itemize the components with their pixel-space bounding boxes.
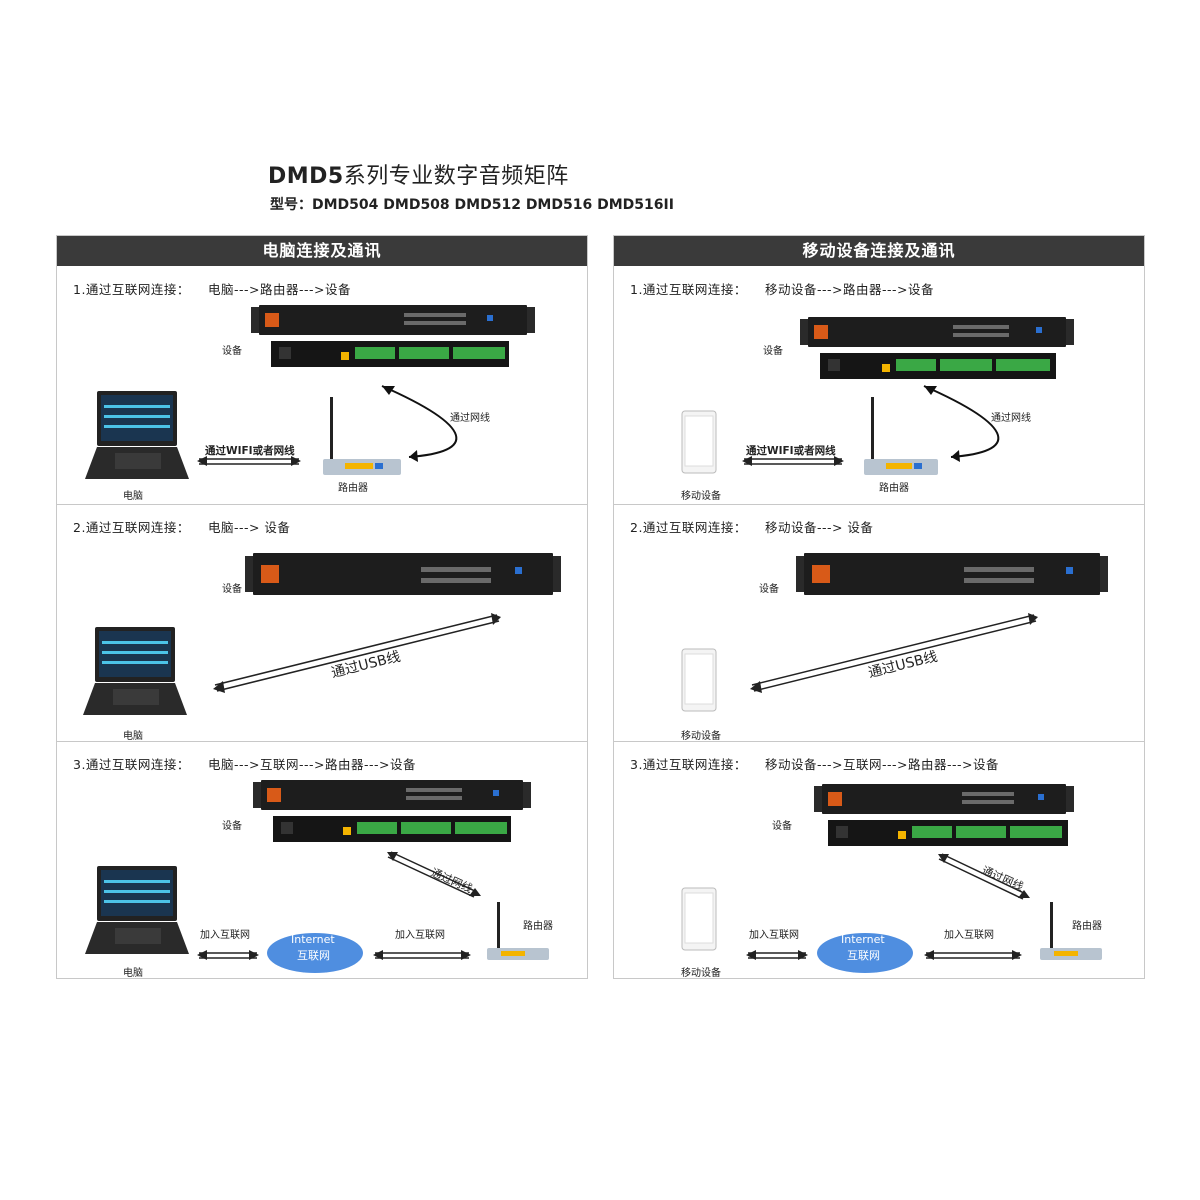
double-arrow-usb (751, 614, 1037, 692)
device-unit-icon (800, 317, 1074, 379)
label-router: 路由器 (523, 921, 553, 932)
laptop-icon (85, 866, 189, 954)
row-graphic (681, 784, 1102, 973)
label-client: 移动设备 (681, 731, 721, 742)
label-router: 路由器 (338, 483, 368, 494)
row-graphic (681, 553, 1108, 712)
device-unit-icon (251, 305, 535, 367)
double-arrow-wifi (744, 458, 842, 465)
row-3: 3.通过互联网连接：电脑--->互联网--->路由器--->设备 (57, 741, 587, 979)
model-list: 型号：DMD504 DMD508 DMD512 DMD516 DMD516II (270, 197, 674, 213)
label-device: 设备 (772, 821, 792, 832)
label-wifi: 通过WIFI或者网线 (205, 445, 295, 457)
label-device: 设备 (759, 584, 779, 595)
row-title: 3.通过互联网连接：电脑--->互联网--->路由器--->设备 (73, 757, 416, 772)
cloud-text-1: Internet (841, 933, 885, 946)
phone-icon (681, 410, 717, 474)
label-router: 路由器 (1072, 921, 1102, 932)
row-3: 3.通过互联网连接：移动设备--->互联网--->路由器--->设备 (614, 741, 1144, 979)
cloud-text-1: Internet (291, 933, 335, 946)
double-arrow-wifi (199, 458, 299, 465)
router-icon (864, 397, 938, 475)
internet-cloud-icon (267, 933, 363, 973)
label-join-2: 加入互联网 (944, 930, 994, 941)
cloud-text-2: 互联网 (297, 949, 330, 962)
double-arrow-cable (387, 851, 478, 898)
row-title: 3.通过互联网连接：移动设备--->互联网--->路由器--->设备 (630, 757, 999, 772)
page-title: DMD5系列专业数字音频矩阵 (268, 164, 569, 189)
double-arrow-join-right (926, 952, 1020, 959)
row-graphic (85, 780, 549, 973)
row-1: 1.通过互联网连接：电脑--->路由器--->设备 (57, 267, 587, 504)
device-unit-icon (814, 784, 1074, 846)
panel-heading: 移动设备连接及通讯 (614, 236, 1144, 266)
router-icon (1040, 902, 1102, 960)
panel-computer: 电脑连接及通讯 1.通过互联网连接：电脑--->路由器--->设备 (56, 235, 588, 979)
label-client: 电脑 (123, 731, 143, 742)
phone-icon (681, 648, 717, 712)
row-2: 2.通过互联网连接：电脑---> 设备 设备 电脑 通过US (57, 504, 587, 742)
double-arrow-cable (938, 853, 1027, 900)
row-graphic (83, 553, 561, 715)
double-arrow-usb (214, 614, 500, 692)
label-wifi: 通过WIFI或者网线 (746, 445, 836, 457)
double-arrow-join-left (748, 952, 806, 959)
label-join-1: 加入互联网 (200, 930, 250, 941)
laptop-icon (83, 627, 187, 715)
double-arrow-join-right (375, 952, 469, 959)
row-2: 2.通过互联网连接：移动设备---> 设备 设备 移动设备 通过USB线 (614, 504, 1144, 742)
label-device: 设备 (222, 584, 242, 595)
label-join-2: 加入互联网 (395, 930, 445, 941)
label-client: 移动设备 (681, 968, 721, 979)
row-title: 2.通过互联网连接：电脑---> 设备 (73, 520, 291, 535)
cloud-text-2: 互联网 (847, 949, 880, 962)
router-icon (323, 397, 401, 475)
label-cable: 通过网线 (991, 413, 1031, 424)
panel-mobile: 移动设备连接及通讯 1.通过互联网连接：移动设备--->路由器--->设备 (613, 235, 1145, 979)
panel-heading: 电脑连接及通讯 (57, 236, 587, 266)
device-unit-icon (253, 780, 531, 842)
internet-cloud-icon (817, 933, 913, 973)
label-client: 电脑 (123, 968, 143, 979)
label-router: 路由器 (879, 483, 909, 494)
row-1: 1.通过互联网连接：移动设备--->路由器--->设备 (614, 267, 1144, 504)
label-device: 设备 (222, 821, 242, 832)
row-graphic (681, 317, 1074, 475)
router-icon (487, 902, 549, 960)
device-unit-icon (245, 553, 561, 595)
label-cable: 通过网线 (450, 413, 490, 424)
label-device: 设备 (763, 346, 783, 357)
row-title: 2.通过互联网连接：移动设备---> 设备 (630, 520, 874, 535)
phone-icon (681, 887, 717, 951)
label-client: 电脑 (123, 491, 143, 502)
device-unit-icon (796, 553, 1108, 595)
row-graphic (85, 305, 535, 479)
double-arrow-join-left (199, 952, 257, 959)
label-client: 移动设备 (681, 491, 721, 502)
laptop-icon (85, 391, 189, 479)
row-title: 1.通过互联网连接：电脑--->路由器--->设备 (73, 282, 351, 297)
label-device: 设备 (222, 346, 242, 357)
label-join-1: 加入互联网 (749, 930, 799, 941)
row-title: 1.通过互联网连接：移动设备--->路由器--->设备 (630, 282, 934, 297)
